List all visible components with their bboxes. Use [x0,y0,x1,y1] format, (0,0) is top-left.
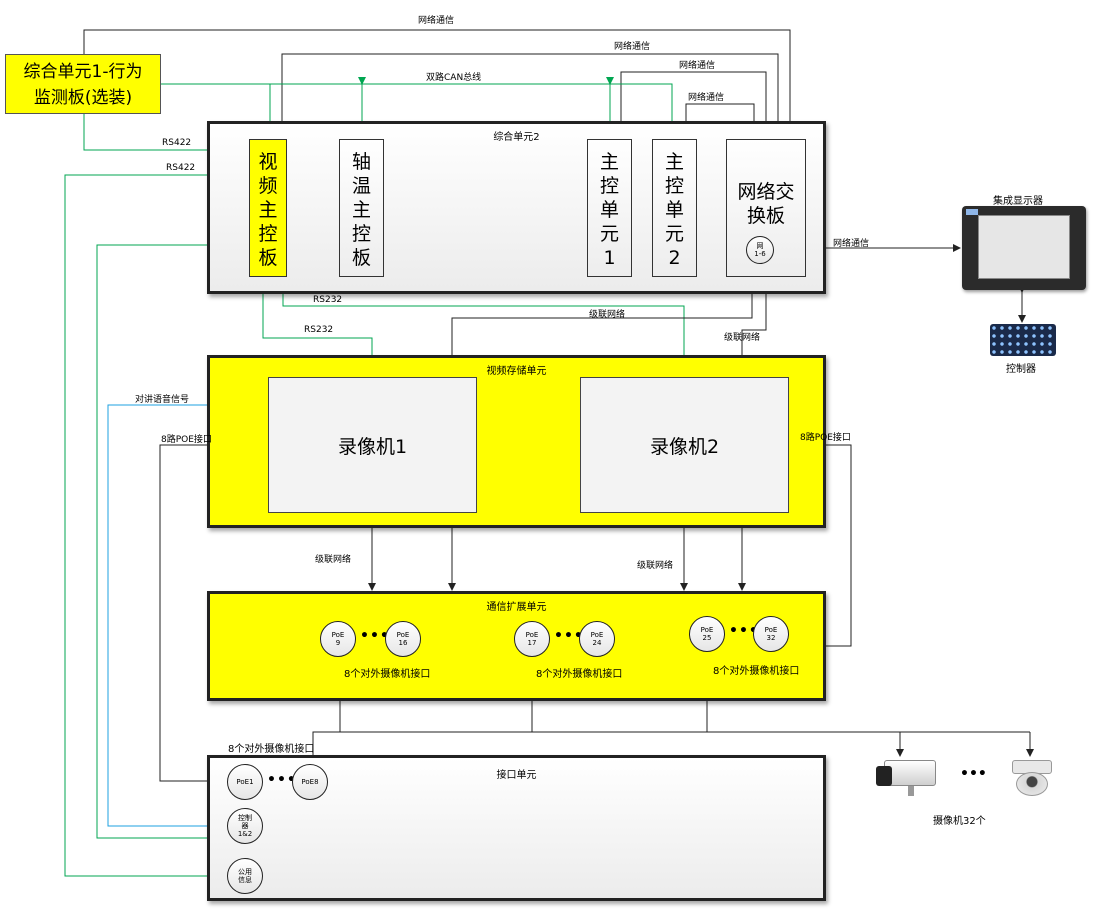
net-line-1 [80,29,794,138]
comprehensive-unit-2-title: 综合单元2 [493,132,540,143]
recorder-1: 录像机1 [268,377,477,513]
cascade-label-mid: 级联网络 [637,561,674,571]
main-control-2-label: 主 控 单 元 2 [664,151,684,269]
interface-unit: 接口单元 [207,755,826,901]
net-label-display: 网络通信 [833,239,870,249]
comprehensive-unit-1: 综合单元1-行为 监测板(选装) [5,54,161,114]
controller-device [990,324,1056,356]
poe-9-circle: PoE 9 [320,621,356,657]
poe-25-circle: PoE 25 [689,616,725,652]
poe-group-2-label: 8个对外摄像机接口 [536,669,623,680]
poe-16-circle: PoE 16 [385,621,421,657]
net-label-4: 网络通信 [688,93,725,103]
recorder-2: 录像机2 [580,377,789,513]
can-bus-label: 双路CAN总线 [426,73,482,83]
rs422-line-1 [80,107,249,154]
main-control-unit-2: 主 控 单 元 2 [652,139,697,277]
interface-poe-ellipsis: ••• [267,772,297,788]
poe8-label-left: 8路POE接口 [161,435,212,445]
poe-17-circle: PoE 17 [514,621,550,657]
video-main-control-label: 视 频 主 控 板 [258,151,278,269]
poe-24-circle: PoE 24 [579,621,615,657]
main-control-unit-1: 主 控 单 元 1 [587,139,632,277]
rs422-label-1: RS422 [162,138,192,148]
net-label-3: 网络通信 [679,61,716,71]
can-bus-line [154,80,676,138]
poe-group-1-ellipsis: ••• [360,628,390,644]
display-label: 集成显示器 [993,196,1043,207]
poe8-label-right: 8路POE接口 [800,433,851,443]
controller-line [96,241,255,842]
poe-group-1-label: 8个对外摄像机接口 [344,669,431,680]
camera-ellipsis: ••• [960,766,987,782]
network-switch-label: 网络交 换板 [737,181,795,227]
display-screen [978,215,1070,279]
main-control-1-label: 主 控 单 元 1 [599,151,619,269]
poe-group-3-ellipsis: ••• [729,623,759,639]
rs422-label-2: RS422 [166,163,196,173]
poe-1-circle: PoE1 [227,764,263,800]
axle-temp-label: 轴 温 主 控 板 [351,151,371,269]
cameras-label: 摄像机32个 [933,816,986,827]
net-label-2: 网络通信 [614,42,651,52]
video-main-control-board: 视 频 主 控 板 [249,139,287,277]
poe-group-3-label: 8个对外摄像机接口 [713,666,800,677]
interface-port-label: 8个对外摄像机接口 [228,744,315,755]
dome-camera-icon [1010,758,1054,798]
net-label-1: 网络通信 [418,16,455,26]
axle-temp-control-board: 轴 温 主 控 板 [339,139,384,277]
poe-32-circle: PoE 32 [753,616,789,652]
controller-1-2-circle: 控制 器 1&2 [227,808,263,844]
public-info-circle: 公用 信息 [227,858,263,894]
poe-8-circle: PoE8 [292,764,328,800]
intercom-line [107,401,275,830]
net-line-4 [685,103,758,138]
comm-expansion-title: 通信扩展单元 [486,602,547,613]
rs422-line-2 [64,171,255,880]
cascade-label-right: 级联网络 [724,333,761,343]
intercom-label: 对讲语音信号 [135,395,190,405]
poe-group-2-ellipsis: ••• [554,628,584,644]
controller-device-label: 控制器 [1006,364,1036,375]
comprehensive-unit-2: 综合单元2 [207,121,826,294]
display-logo [966,209,978,215]
integrated-display [962,206,1086,290]
bullet-camera-icon [874,758,936,798]
switch-port-circle: 网 1-6 [746,236,774,264]
cascade-label-left: 级联网络 [315,555,352,565]
rs232-label-2: RS232 [304,325,334,335]
video-storage-title: 视频存储单元 [486,366,547,377]
cascade-label-top: 级联网络 [589,310,626,320]
rs232-label-1: RS232 [313,295,343,305]
interface-unit-title: 接口单元 [496,770,537,781]
